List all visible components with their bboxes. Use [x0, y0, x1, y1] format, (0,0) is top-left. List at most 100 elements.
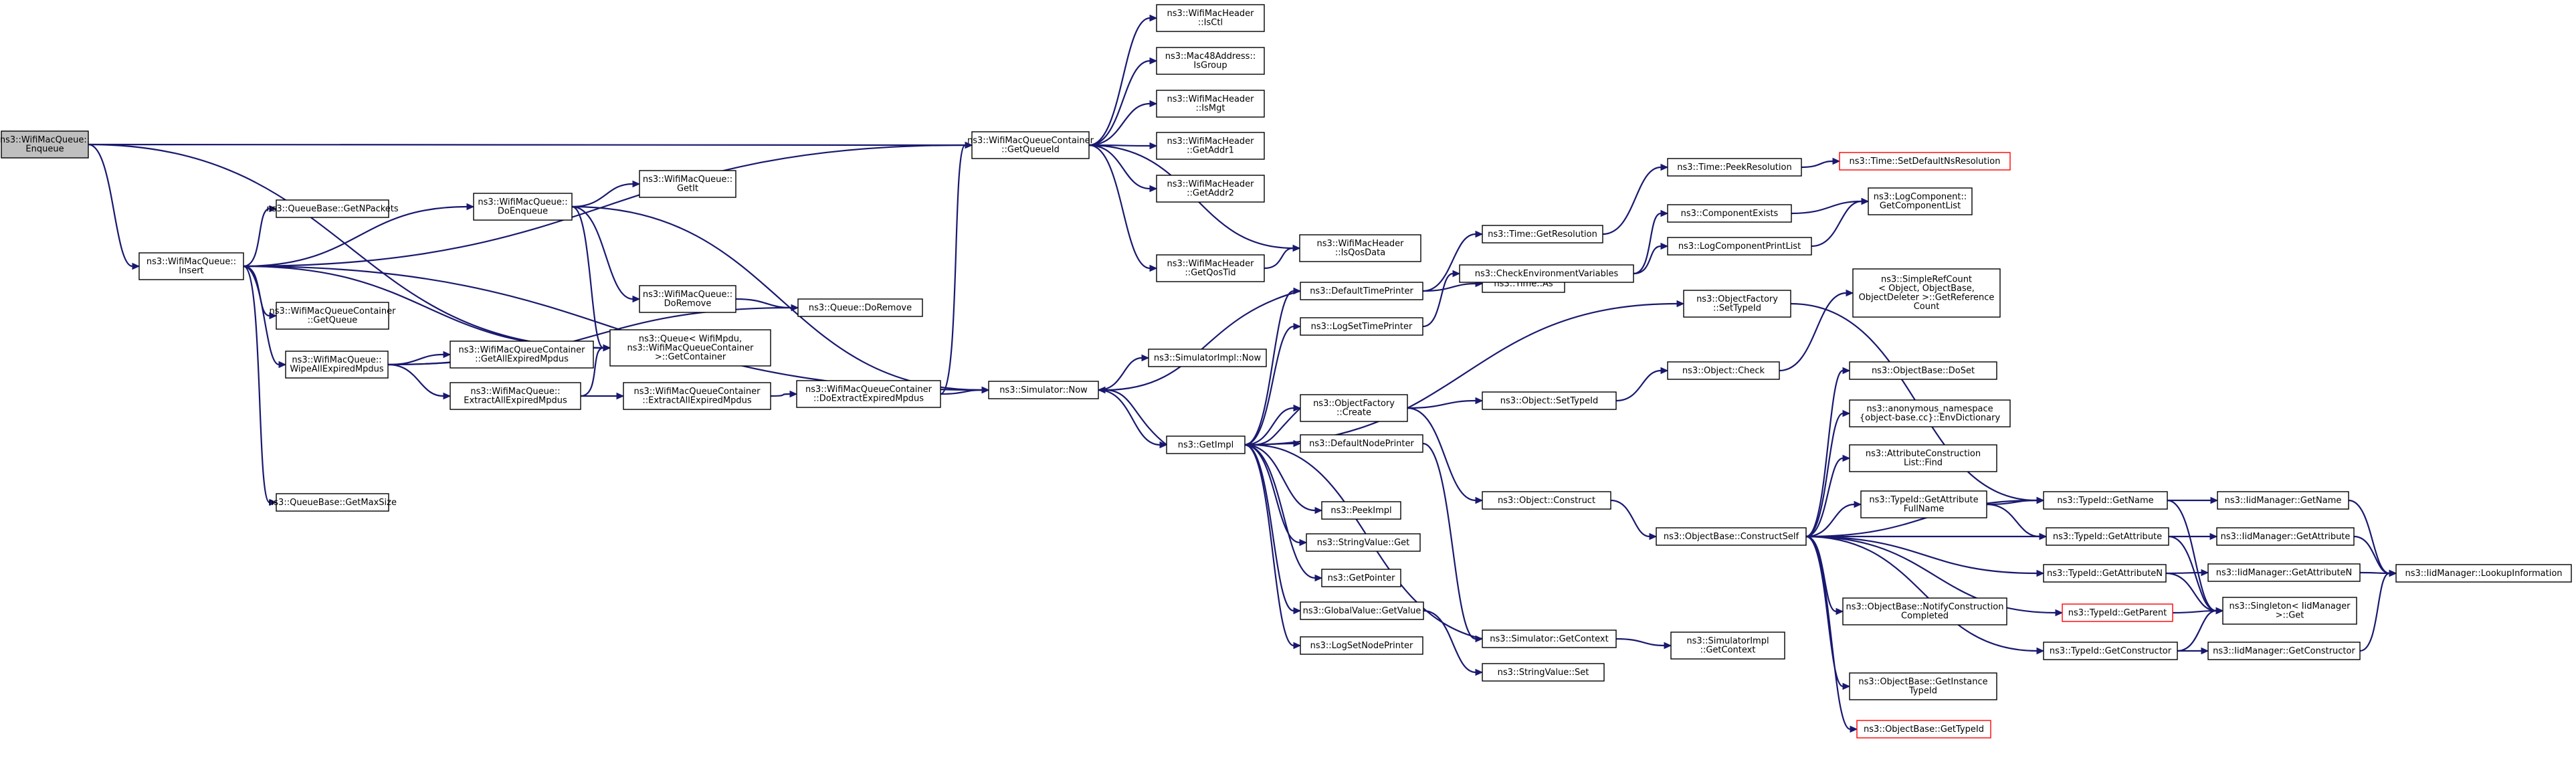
node-peekimpl[interactable]: ns3::PeekImpl: [1321, 501, 1401, 520]
node-getit[interactable]: ns3::WifiMacQueue::GetIt: [639, 170, 736, 198]
node-typeid-getparent[interactable]: ns3::TypeId::GetParent: [2062, 603, 2173, 622]
node-getaddr2[interactable]: ns3::WifiMacHeader::GetAddr2: [1156, 175, 1265, 203]
node-wmqc-getallexpired[interactable]: ns3::WifiMacQueueContainer::GetAllExpire…: [450, 340, 594, 369]
node-iidmanager-lookupinformation[interactable]: ns3::IidManager::LookupInformation: [2395, 564, 2572, 583]
node-wmqc-getqueue[interactable]: ns3::WifiMacQueueContainer::GetQueue: [270, 302, 397, 330]
edge-line: [580, 347, 604, 397]
node-objectbase-gettypeid[interactable]: ns3::ObjectBase::GetTypeId: [1856, 720, 1991, 739]
node-object-check[interactable]: ns3::Object::Check: [1667, 361, 1780, 380]
node-label: ns3::WifiMacQueue::: [0, 135, 90, 145]
node-typeid-getconstructor[interactable]: ns3::TypeId::GetConstructor: [2043, 642, 2178, 660]
edge-line: [1805, 535, 2038, 652]
node-defaultnodeprinter[interactable]: ns3::DefaultNodePrinter: [1300, 434, 1423, 453]
node-getpointer[interactable]: ns3::GetPointer: [1321, 569, 1401, 587]
node-wmqc-doextract[interactable]: ns3::WifiMacQueueContainer::DoExtractExp…: [796, 380, 941, 408]
edge-line: [770, 393, 791, 397]
node-simulatorimpl-getcontext[interactable]: ns3::SimulatorImpl::GetContext: [1670, 631, 1785, 660]
node-object-construct[interactable]: ns3::Object::Construct: [1482, 491, 1611, 510]
node-checkenvvars[interactable]: ns3::CheckEnvironmentVariables: [1459, 264, 1634, 283]
node-box: [1156, 132, 1265, 160]
node-enqueue[interactable]: ns3::WifiMacQueue::Enqueue: [0, 130, 90, 159]
node-simulator-getcontext[interactable]: ns3::Simulator::GetContext: [1482, 629, 1617, 648]
node-singleton-get[interactable]: ns3::Singleton< IidManager>::Get: [2222, 597, 2357, 625]
edge-line: [1264, 247, 1294, 270]
node-getqostid[interactable]: ns3::WifiMacHeader::GetQosTid: [1156, 254, 1265, 282]
node-label: ns3::SimulatorImpl: [1686, 636, 1769, 646]
node-iidmanager-getattribute[interactable]: ns3::IidManager::GetAttribute: [2216, 527, 2355, 546]
arrowhead-icon: [1475, 230, 1484, 238]
node-label: ns3::Queue< WifiMpdu,: [639, 334, 742, 344]
node-typeid-getattributen[interactable]: ns3::TypeId::GetAttributeN: [2043, 564, 2167, 583]
node-time-getresolution[interactable]: ns3::Time::GetResolution: [1482, 225, 1603, 243]
node-extractall-w[interactable]: ns3::WifiMacQueue::ExtractAllExpiredMpdu…: [450, 382, 581, 410]
node-getnpackets[interactable]: ns3::QueueBase::GetNPackets: [266, 199, 399, 218]
node-getqueueid[interactable]: ns3::WifiMacQueueContainer::GetQueueId: [967, 131, 1094, 159]
node-componentexists[interactable]: ns3::ComponentExists: [1667, 204, 1792, 223]
node-box: [276, 302, 389, 330]
node-typeid-getname[interactable]: ns3::TypeId::GetName: [2043, 491, 2168, 510]
node-stringvalue-get[interactable]: ns3::StringValue::Get: [1306, 533, 1421, 552]
call-nodes: ns3::WifiMacQueue::Enqueuens3::WifiMacQu…: [0, 4, 2572, 739]
node-wipeall[interactable]: ns3::WifiMacQueue::WipeAllExpiredMpdus: [285, 351, 389, 379]
node-object-settypeid[interactable]: ns3::Object::SetTypeId: [1482, 391, 1617, 410]
node-label: ns3::WifiMacQueue::: [478, 197, 567, 207]
node-isgroup[interactable]: ns3::Mac48Address::IsGroup: [1156, 47, 1265, 75]
node-simulator-now[interactable]: ns3::Simulator::Now: [988, 381, 1099, 399]
node-getaddr1[interactable]: ns3::WifiMacHeader::GetAddr1: [1156, 132, 1265, 160]
node-typeid-getattribute[interactable]: ns3::TypeId::GetAttribute: [2046, 527, 2169, 546]
node-simplerefcount[interactable]: ns3::SimpleRefCount< Object, ObjectBase,…: [1852, 268, 2001, 318]
node-objectbase-doset[interactable]: ns3::ObjectBase::DoSet: [1849, 361, 1997, 380]
node-defaulttimeprinter[interactable]: ns3::DefaultTimePrinter: [1300, 282, 1423, 300]
node-ismgt[interactable]: ns3::WifiMacHeader::IsMgt: [1156, 90, 1265, 118]
node-iidmanager-getattributen[interactable]: ns3::IidManager::GetAttributeN: [2207, 563, 2361, 582]
node-box: [639, 170, 736, 198]
edge-objectbase-constructself-to-objectbase-doset: [1805, 367, 1851, 538]
node-label: ns3::SimulatorImpl::Now: [1154, 353, 1262, 363]
node-envdictionary[interactable]: ns3::anonymous_namespace{object-base.cc}…: [1849, 399, 2011, 427]
node-isqosdata[interactable]: ns3::WifiMacHeader::IsQosData: [1299, 234, 1421, 262]
edge-line: [1088, 60, 1151, 147]
node-objectbase-constructself[interactable]: ns3::ObjectBase::ConstructSelf: [1656, 527, 1807, 546]
edge-time-getresolution-to-time-peekresolution: [1602, 163, 1669, 235]
node-doenqueue[interactable]: ns3::WifiMacQueue::DoEnqueue: [473, 193, 573, 221]
node-notifyconstructioncompleted[interactable]: ns3::ObjectBase::NotifyConstructionCompl…: [1842, 597, 2007, 625]
node-label: ns3::SimpleRefCount: [1881, 275, 1972, 285]
node-wmqc-extractall[interactable]: ns3::WifiMacQueueContainer::ExtractAllEx…: [623, 382, 771, 410]
node-box: [276, 493, 389, 512]
node-stringvalue-set[interactable]: ns3::StringValue::Set: [1482, 663, 1605, 682]
node-logsetnodeprinter[interactable]: ns3::LogSetNodePrinter: [1300, 636, 1423, 655]
node-logcomponentprintlist[interactable]: ns3::LogComponentPrintList: [1667, 237, 1812, 256]
edge-objectbase-constructself-to-objectbase-gettypeid: [1805, 535, 1858, 733]
node-simulatorimpl-now[interactable]: ns3::SimulatorImpl::Now: [1148, 349, 1267, 367]
node-time-peekresolution[interactable]: ns3::Time::PeekResolution: [1667, 158, 1802, 177]
node-doremove-w[interactable]: ns3::WifiMacQueue::DoRemove: [639, 285, 736, 313]
node-label: ns3::Simulator::GetContext: [1490, 634, 1608, 644]
node-queue-getcontainer[interactable]: ns3::Queue< WifiMpdu,ns3::WifiMacQueueCo…: [609, 329, 771, 367]
node-getmaxsize[interactable]: ns3::QueueBase::GetMaxSize: [268, 493, 397, 512]
node-objfactory-settypeid[interactable]: ns3::ObjectFactory::SetTypeId: [1683, 290, 1791, 318]
node-logsettimeprinter[interactable]: ns3::LogSetTimePrinter: [1300, 317, 1423, 336]
node-getcomponentlist[interactable]: ns3::LogComponent::GetComponentList: [1868, 187, 1973, 215]
node-objfactory-create[interactable]: ns3::ObjectFactory::Create: [1300, 394, 1408, 422]
node-box: [1300, 394, 1408, 422]
node-label: ::GetAddr2: [1187, 189, 1234, 199]
node-getimpl[interactable]: ns3::GetImpl: [1166, 435, 1246, 454]
edge-objectbase-constructself-to-typeid-getattributefullname: [1805, 500, 1862, 538]
node-iidmanager-getconstructor[interactable]: ns3::IidManager::GetConstructor: [2207, 642, 2361, 660]
node-label: ns3::AttributeConstruction: [1866, 449, 1981, 459]
node-isctl[interactable]: ns3::WifiMacHeader::IsCtl: [1156, 4, 1265, 32]
node-queue-doremove[interactable]: ns3::Queue::DoRemove: [797, 298, 923, 317]
arrowhead-icon: [1842, 367, 1851, 375]
node-time-setdefault[interactable]: ns3::Time::SetDefaultNsResolution: [1839, 152, 2011, 171]
edge-getqueueid-to-isgroup: [1088, 57, 1158, 147]
arrowhead-icon: [1475, 496, 1484, 504]
edge-line: [2359, 572, 2390, 652]
arrowhead-icon: [1314, 506, 1323, 514]
node-globalvalue-getvalue[interactable]: ns3::GlobalValue::GetValue: [1300, 601, 1424, 620]
node-insert[interactable]: ns3::WifiMacQueue::Insert: [138, 252, 244, 280]
node-iidmanager-getname[interactable]: ns3::IidManager::GetName: [2217, 491, 2349, 510]
node-box: [1299, 234, 1421, 262]
